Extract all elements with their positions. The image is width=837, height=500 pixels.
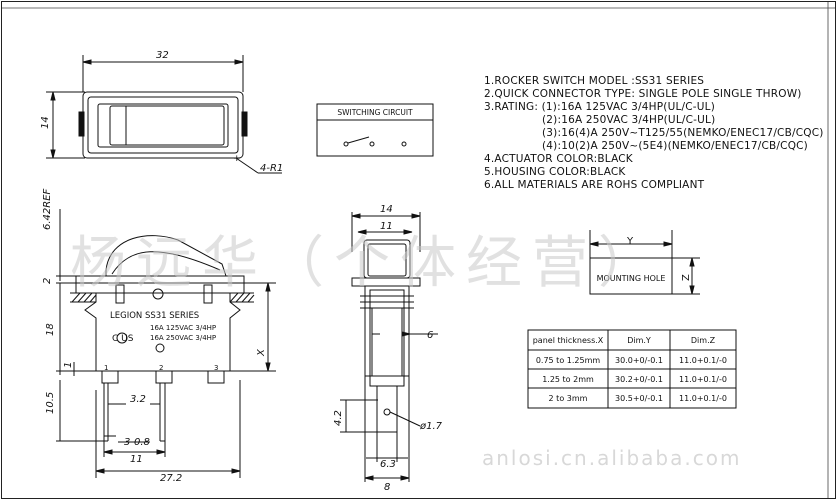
dim-side-6-3: 6.3	[380, 459, 396, 470]
dim-side-6: 6	[427, 330, 433, 341]
switching-circuit-title: SWITCHING CIRCUIT	[337, 108, 413, 117]
mounting-hole-dim-y: Y	[626, 236, 634, 247]
dim-front-1: 1	[63, 362, 74, 368]
table-cell: 11.0+0.1/-0	[679, 356, 727, 365]
dim-front-27-2: 27.2	[160, 473, 182, 484]
terminal-2-label: 2	[159, 364, 163, 372]
spec-line-9: 6.ALL MATERIALS ARE ROHS COMPLIANT	[484, 179, 705, 191]
watermark-en: anlosi.cn.alibaba.com	[482, 446, 741, 470]
dim-front-3-0-8: 3-0.8	[124, 437, 150, 448]
dim-side-4-2: 4.2	[333, 410, 344, 426]
spec-line-1: 1.ROCKER SWITCH MODEL :SS31 SERIES	[484, 75, 704, 87]
dim-front-10-5: 10.5	[45, 392, 56, 414]
front-rating-2: 16A 250VAC 3/4HP	[150, 334, 216, 342]
dim-side-14: 14	[380, 204, 393, 215]
table-cell: 0.75 to 1.25mm	[536, 356, 601, 365]
front-series-label: LEGION SS31 SERIES	[110, 311, 199, 321]
spec-line-7: 4.ACTUATOR COLOR:BLACK	[484, 153, 634, 165]
dim-front-3-2: 3.2	[130, 394, 146, 405]
switching-circuit: SWITCHING CIRCUIT	[316, 103, 434, 157]
front-view	[56, 209, 276, 478]
switch-symbol	[343, 136, 407, 147]
table-header-3: Dim.Z	[691, 336, 716, 345]
dim-top-height: 14	[40, 116, 51, 129]
spec-line-2: 2.QUICK CONNECTOR TYPE: SINGLE POLE SING…	[484, 88, 802, 100]
terminal-1-label: 1	[104, 364, 108, 372]
dim-front-ref: 6.42REF	[42, 188, 53, 230]
plus-mark: +	[233, 154, 241, 164]
mounting-hole-label: MOUNTING HOLE	[597, 274, 666, 283]
dim-radius: 4-R1	[260, 163, 283, 174]
spec-notes: 1.ROCKER SWITCH MODEL :SS31 SERIES 2.QUI…	[484, 75, 824, 191]
table-cell: 11.0+0.1/-0	[679, 394, 727, 403]
watermark-cn: 杨远华（个体经营）	[70, 231, 664, 296]
cert-mark: C US	[112, 334, 134, 344]
dim-front-18: 18	[45, 323, 56, 336]
table-header-2: Dim.Y	[627, 336, 651, 345]
spec-line-8: 5.HOUSING COLOR:BLACK	[484, 166, 626, 178]
dim-front-11: 11	[130, 454, 143, 465]
spec-line-5: (3):16(4)A 250V~T125/55(NEMKO/ENEC17/CB/…	[542, 127, 824, 139]
mounting-hole	[589, 230, 700, 295]
dim-side-8: 8	[384, 482, 390, 493]
terminal-3-label: 3	[214, 364, 218, 372]
front-rating-1: 16A 125VAC 3/4HP	[150, 324, 216, 332]
top-view	[46, 55, 282, 174]
table-cell: 30.2+0/-0.1	[615, 375, 663, 384]
side-view	[340, 212, 438, 482]
table-cell: 30.5+0/-0.1	[615, 394, 663, 403]
table-header-1: panel thickness.X	[533, 336, 604, 345]
table-cell: 11.0+0.1/-0	[679, 375, 727, 384]
dim-front-x: X	[256, 348, 267, 357]
table-cell: 1.25 to 2mm	[542, 375, 594, 384]
spec-line-3: 3.RATING: (1):16A 125VAC 3/4HP(UL/C-UL)	[484, 101, 715, 113]
dim-top-width: 32	[156, 50, 169, 61]
spec-line-6: (4):10(2)A 250V~(5E4)(NEMKO/ENEC17/CB/CQ…	[542, 140, 808, 152]
dim-front-2: 2	[42, 278, 53, 284]
dim-side-hole: ø1.7	[419, 421, 443, 432]
dim-side-11: 11	[380, 221, 393, 232]
mounting-hole-dim-z: Z	[681, 274, 692, 281]
table-cell: 30.0+0/-0.1	[615, 356, 663, 365]
panel-table: panel thickness.X Dim.Y Dim.Z 0.75 to 1.…	[527, 329, 737, 409]
spec-line-4: (2):16A 250VAC 3/4HP(UL/C-UL)	[542, 114, 715, 126]
table-cell: 2 to 3mm	[549, 394, 588, 403]
